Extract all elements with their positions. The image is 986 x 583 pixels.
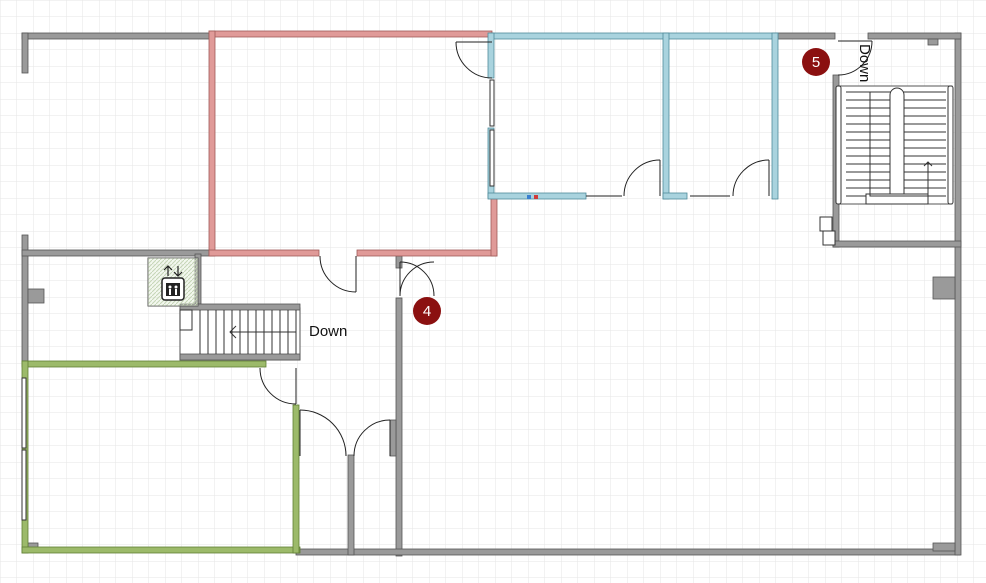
wall-segment: [27, 288, 45, 304]
stair-east-handrail: [889, 87, 905, 201]
window-icon: [21, 79, 495, 521]
wall-segment: [395, 297, 403, 557]
wall-segment: [867, 32, 962, 40]
wall-segment: [927, 38, 939, 46]
door-closet-1: [299, 409, 347, 457]
window-blue-upper: [489, 79, 495, 127]
wall-segment: [347, 454, 355, 556]
wall-segment: [954, 32, 962, 556]
wall-segment: [932, 276, 956, 300]
door-blue-1: [623, 159, 661, 197]
stair-notch: [179, 309, 193, 331]
door-closet-2: [353, 419, 391, 457]
wall-segment: [21, 360, 267, 368]
window-left-lower: [21, 449, 27, 521]
elevator-icon: [147, 257, 199, 307]
wall-segment: [295, 548, 961, 556]
wall-segment: [21, 32, 29, 74]
wall-segment: [21, 249, 215, 257]
gray-walls: [21, 32, 962, 557]
stair-east: [835, 85, 954, 205]
wall-segment: [389, 419, 397, 457]
door-red-bottom: [319, 255, 357, 293]
column-icon: [819, 216, 836, 246]
wall-segment: [490, 32, 779, 40]
stair-main-arrow: [229, 325, 296, 339]
door-green: [259, 367, 297, 405]
stair-east-landing: [865, 193, 929, 205]
wall-segment: [774, 32, 836, 40]
stair-main-direction-label: Down: [309, 323, 348, 340]
wall-segment: [487, 32, 495, 79]
stair-east-rail-left: [835, 85, 842, 205]
marker-5-badge[interactable]: 5: [802, 48, 830, 76]
wall-segment: [932, 542, 956, 552]
wall-segment: [21, 32, 215, 40]
wall-segment: [356, 249, 498, 257]
outlet-icon: [527, 195, 538, 199]
wall-segment: [662, 32, 670, 200]
door-swing-icon: [259, 40, 873, 457]
door-marker-4: [399, 261, 435, 297]
wall-segment: [208, 249, 320, 257]
door-east-stair: [837, 40, 873, 76]
elevator-arrows: [163, 265, 183, 277]
door-red-top: [455, 41, 493, 79]
door-marker-4-arc2: [399, 261, 435, 297]
stair-east-direction-label: Down: [856, 44, 873, 83]
wall-segment: [208, 30, 216, 257]
stair-icon: [179, 303, 301, 361]
wall-segment: [662, 192, 688, 200]
stair-east-arrow: [869, 92, 933, 197]
wall-segment: [208, 30, 493, 38]
wall-segment: [771, 32, 779, 200]
window-blue-lower: [489, 129, 495, 187]
door-blue-2: [732, 159, 770, 197]
wall-segment: [490, 194, 498, 257]
wall-segment: [292, 404, 300, 554]
wall-segment: [21, 546, 301, 554]
stair-east-rail-right: [947, 85, 954, 205]
wall-segment: [832, 240, 962, 248]
marker-4-badge[interactable]: 4: [413, 297, 441, 325]
window-left: [21, 377, 27, 449]
